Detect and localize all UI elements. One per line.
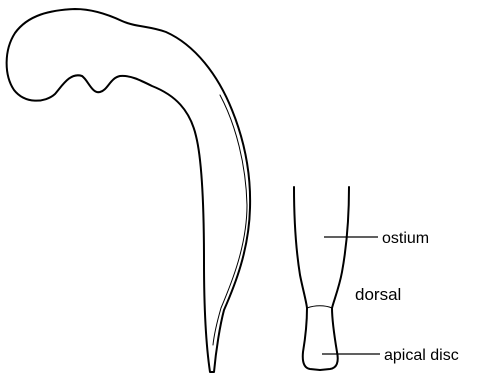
tube-constriction-line bbox=[307, 306, 332, 308]
label-apical-disc: apical disc bbox=[384, 347, 459, 364]
tube-right-wall bbox=[320, 187, 349, 370]
tube-structure bbox=[294, 187, 349, 370]
hooked-structure-inner-line bbox=[213, 95, 247, 345]
label-dorsal: dorsal bbox=[355, 285, 401, 304]
tube-left-wall bbox=[294, 187, 320, 370]
label-ostium: ostium bbox=[382, 230, 429, 247]
hooked-structure-outline bbox=[7, 9, 250, 372]
hooked-structure bbox=[7, 9, 250, 372]
